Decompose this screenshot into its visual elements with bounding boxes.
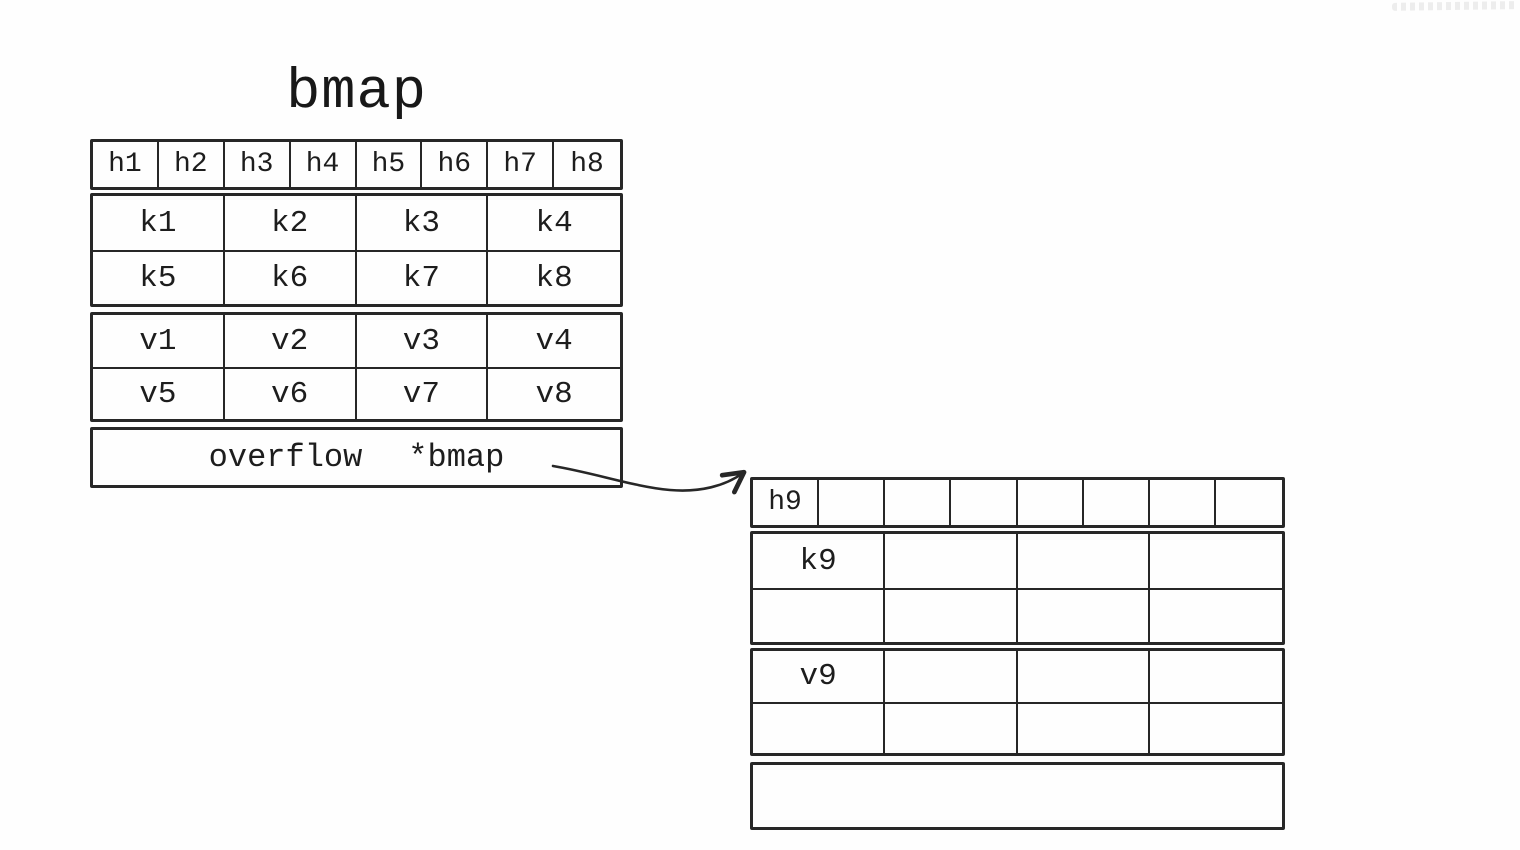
- hash-cell: h1: [93, 142, 159, 187]
- hash-cell: [819, 480, 886, 525]
- key-cell: k8: [488, 250, 620, 304]
- key-cell: [753, 588, 886, 642]
- faint-edge-artifact: [1391, 1, 1519, 11]
- hash-cell: h5: [357, 142, 423, 187]
- value-cell: [1149, 702, 1282, 753]
- key-cell: [1017, 588, 1150, 642]
- hash-cell: h2: [159, 142, 225, 187]
- main-bucket-values-grid: v1 v2 v3 v4 v5 v6 v7 v8: [90, 312, 623, 422]
- value-cell: v9: [753, 651, 886, 702]
- value-cell: v1: [93, 315, 225, 367]
- key-cell: k5: [93, 250, 225, 304]
- hash-cell: [1084, 480, 1150, 525]
- hash-cell: [951, 480, 1018, 525]
- overflow-bucket-overflow-row: [750, 762, 1285, 830]
- value-cell: v5: [93, 367, 225, 419]
- key-cell: k3: [357, 196, 489, 250]
- value-cell: [885, 702, 1018, 753]
- hash-cell: [1150, 480, 1216, 525]
- hash-cell: [1018, 480, 1084, 525]
- value-cell: [753, 702, 886, 753]
- key-cell: k6: [224, 250, 357, 304]
- key-cell: [1018, 534, 1150, 588]
- main-bucket-title: bmap: [286, 61, 427, 125]
- overflow-bucket-values-grid: v9: [750, 648, 1285, 756]
- hash-cell: h4: [291, 142, 357, 187]
- value-cell: v2: [225, 315, 357, 367]
- overflow-field-label: overflow: [208, 439, 363, 476]
- overflow-bucket-keys-grid: k9: [750, 531, 1285, 645]
- value-cell: [1017, 702, 1150, 753]
- hash-cell: h3: [225, 142, 291, 187]
- value-cell: v7: [356, 367, 489, 419]
- hash-cell: h8: [570, 149, 604, 180]
- value-cell: [1150, 651, 1282, 702]
- key-cell: k4: [535, 205, 573, 241]
- hash-cell: h6: [422, 142, 489, 187]
- value-cell: [885, 651, 1018, 702]
- overflow-pointer-type: *bmap: [408, 439, 505, 476]
- overflow-pointer-arrow: [551, 464, 747, 495]
- key-cell: k9: [753, 534, 886, 588]
- main-bucket-hash-row: h1 h2 h3 h4 h5 h6 h7 h8: [90, 139, 623, 190]
- value-cell: v8: [488, 367, 620, 419]
- key-cell: [1149, 588, 1282, 642]
- key-cell: [885, 534, 1018, 588]
- hash-cell: [885, 480, 952, 525]
- hash-cell: h9: [753, 480, 820, 525]
- main-bucket-keys-grid: k1 k2 k3 k4 k5 k6 k7 k8: [90, 193, 623, 307]
- hash-cell: [1216, 480, 1282, 525]
- key-cell: k2: [225, 196, 357, 250]
- key-cell: k7: [356, 250, 489, 304]
- key-cell: k1: [93, 196, 225, 250]
- overflow-bucket-hash-row: h9: [750, 477, 1285, 528]
- main-bucket-overflow-row: overflow *bmap: [90, 427, 623, 488]
- hash-cell: h7: [488, 142, 555, 187]
- value-cell: [1018, 651, 1150, 702]
- value-cell: v4: [535, 323, 573, 359]
- value-cell: v6: [224, 367, 357, 419]
- key-cell: [1150, 534, 1282, 588]
- value-cell: v3: [357, 315, 489, 367]
- key-cell: [885, 588, 1018, 642]
